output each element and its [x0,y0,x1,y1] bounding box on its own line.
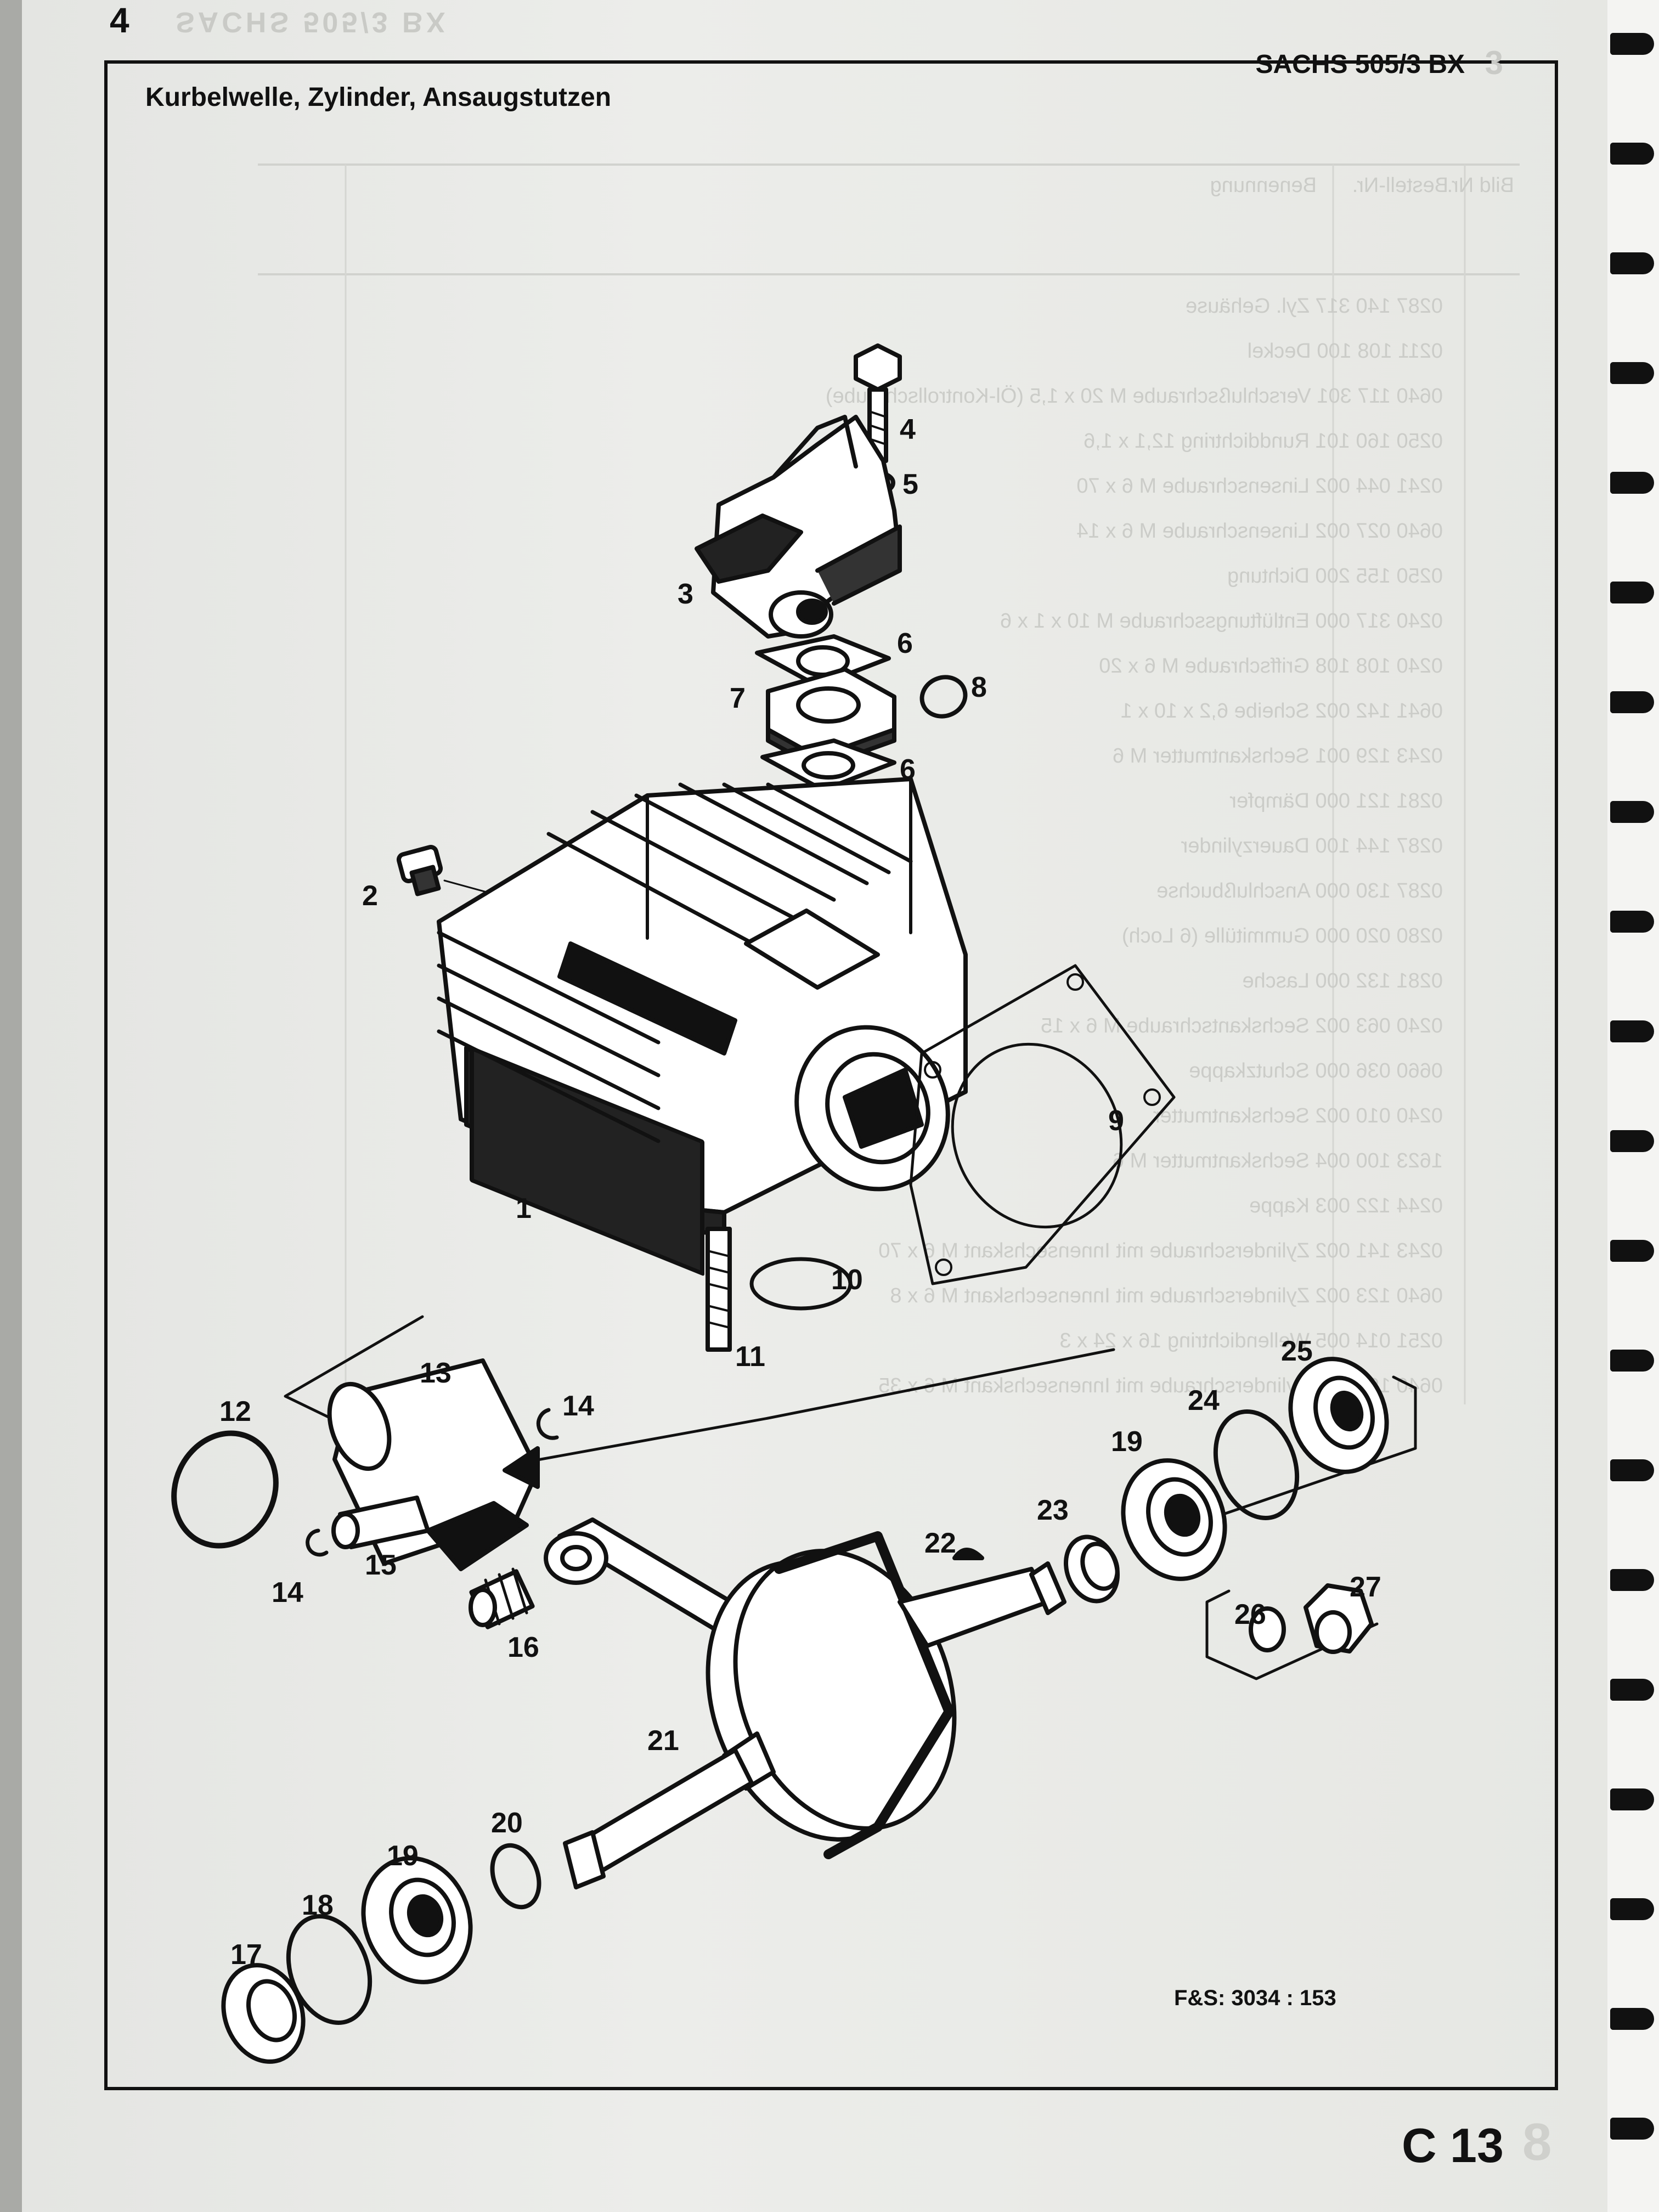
callout-19-left: 19 [387,1840,419,1872]
callout-labels: 1 2 3 4 5 6 6 7 8 9 10 11 12 13 14 14 15… [219,414,1381,1971]
svg-text:0251 014 005 Wellendichtring: 0251 014 005 Wellendichtring 16 x 24 x 3 [1059,1329,1443,1352]
bleed-col-nr: Bild Nr. [1447,174,1514,197]
callout-1: 1 [516,1193,532,1224]
manual-page: SACHS 505/3 BX 4 Kurbelwelle, Zylinder, … [22,0,1607,2212]
part-23-shaft-seal [1063,1534,1120,1604]
exploded-parts-diagram: Bild Nr. Bestell-Nr. Benennung 0287 140 … [171,163,1520,2064]
callout-22: 22 [924,1527,956,1559]
callout-4: 4 [900,414,916,445]
svg-text:0660 036 000 Schutzkappe: 0660 036 000 Schutzkappe [1189,1059,1443,1082]
callout-25: 25 [1281,1335,1313,1367]
svg-text:0244 122 003 Kappe: 0244 122 003 Kappe [1249,1194,1443,1217]
svg-text:0240 108 108 Griffschraube M: 0240 108 108 Griffschraube M 6 x 20 [1099,654,1443,678]
callout-13: 13 [420,1357,452,1389]
svg-text:0240 063 002 Sechskantschraub: 0240 063 002 Sechskantschraube M 6 x 15 [1041,1014,1443,1037]
svg-text:0640 117 301 Verschlußschraub: 0640 117 301 Verschlußschraube M 20 x 1,… [826,385,1443,408]
part-6-gasket-lower [760,738,896,792]
callout-21: 21 [647,1725,679,1757]
callout-12: 12 [219,1396,251,1427]
callout-24: 24 [1188,1385,1220,1417]
fs-reference-code: F&S: 3034 : 153 [1174,1986,1336,2010]
page-title: Kurbelwelle, Zylinder, Ansaugstutzen [145,83,612,112]
part-4-bolt [854,343,902,463]
callout-11: 11 [735,1341,765,1373]
svg-text:0281 132 000 Lasche: 0281 132 000 Lasche [1242,969,1443,992]
callout-16: 16 [507,1632,539,1663]
page-number: 4 [110,1,129,40]
diagram-frame [104,60,1558,2090]
part-14-circlip-right [536,1408,559,1440]
callout-7: 7 [730,682,746,714]
page-id: C 13 [1402,2118,1504,2172]
callout-8: 8 [971,672,987,703]
svg-text:0240 010 002 Sechskantmutter: 0240 010 002 Sechskantmutter [1153,1104,1443,1127]
part-15-piston-pin [331,1496,430,1549]
bleed-col-bestell: Bestell-Nr. [1352,174,1448,197]
svg-text:0640 027 002 Linsenschraube M: 0640 027 002 Linsenschraube M 6 x 14 [1076,520,1443,543]
svg-text:0240 317 000 Entlüftungsschra: 0240 317 000 Entlüftungsschraube M 10 x … [1000,610,1443,633]
part-25-bearing-outer [1288,1357,1389,1474]
part-19-bearing-right [1121,1458,1227,1581]
callout-3: 3 [678,578,693,610]
callout-17: 17 [230,1939,262,1971]
svg-text:0250 155 200 Dichtung: 0250 155 200 Dichtung [1227,565,1443,588]
part-26-washer [1249,1606,1286,1652]
part-20-ring [490,1843,541,1910]
svg-text:0287 144 100 Dauerzylinder: 0287 144 100 Dauerzylinder [1181,834,1443,857]
callout-15: 15 [365,1549,397,1581]
svg-text:1623 100 004 Sechskantmutter: 1623 100 004 Sechskantmutter M 6 [1113,1149,1443,1172]
callout-20: 20 [491,1807,523,1839]
part-16-needle-bearing [469,1567,535,1629]
svg-text:0250 160 101 Runddichtring 12: 0250 160 101 Runddichtring 12,1 x 1,6 [1084,430,1443,453]
part-24-shim-ring [1213,1409,1300,1520]
svg-text:0241 044 002 Linsenschraube M: 0241 044 002 Linsenschraube M 6 x 70 [1076,475,1443,498]
svg-text:0243 141 002 Zylinderschraube: 0243 141 002 Zylinderschraube mit Innens… [878,1239,1443,1262]
part-17-shaft-seal [221,1963,306,2064]
part-27-nut [1304,1583,1374,1654]
callout-26: 26 [1234,1599,1266,1630]
svg-text:0287 130 000 Anschlußbuchse: 0287 130 000 Anschlußbuchse [1156,879,1443,902]
callout-23: 23 [1037,1494,1069,1526]
bleed-through-number: 3 [1485,44,1503,81]
svg-text:0281 121 000 Dämpfer: 0281 121 000 Dämpfer [1229,789,1443,812]
part-1-cylinder [437,777,968,1276]
bleed-through-page-id: 8 [1522,2113,1552,2171]
part-8-o-ring [919,675,968,719]
callout-6a: 6 [897,628,913,659]
bleed-col-benennung: Benennung [1210,174,1317,197]
svg-text:0211 108 100 Deckel: 0211 108 100 Deckel [1248,340,1443,363]
svg-text:0640 123 002 Zylinderschraube: 0640 123 002 Zylinderschraube mit Innens… [890,1284,1443,1307]
part-11-stud [706,1227,732,1352]
callout-19-right: 19 [1111,1426,1143,1458]
part-14-circlip-left [306,1528,329,1557]
callout-14b: 14 [272,1577,303,1609]
model-name: SACHS 505/3 BX [1255,50,1465,79]
bleed-rows: 0287 140 317 Zyl. Gehäuse 0211 108 100 D… [826,295,1443,1397]
part-9-base-gasket [909,964,1176,1285]
callout-5: 5 [902,469,918,500]
part-12-piston-ring [171,1430,279,1549]
callout-18: 18 [302,1889,334,1921]
part-18-shim-ring [286,1914,373,2025]
callout-6b: 6 [900,754,916,786]
svg-text:0287 140 317 Zyl. Gehäuse: 0287 140 317 Zyl. Gehäuse [1186,295,1443,318]
part-22-woodruff-key [952,1548,984,1560]
callout-14a: 14 [562,1390,594,1422]
part-21-crankshaft [544,1517,1066,1889]
callout-27: 27 [1350,1571,1381,1603]
callout-9: 9 [1108,1105,1124,1137]
spiral-binding [1607,0,1659,2212]
callout-10: 10 [831,1264,863,1296]
callout-2: 2 [362,880,378,912]
svg-text:0243 129 001 Sechskantmutter: 0243 129 001 Sechskantmutter M 6 [1113,744,1443,768]
bleed-through-table: Bild Nr. Bestell-Nr. Benennung 0287 140 … [258,163,1520,1404]
svg-text:0641 142 002 Scheibe 6,2 x 10: 0641 142 002 Scheibe 6,2 x 10 x 1 [1121,699,1443,723]
part-19-bearing-left [361,1856,473,1984]
part-3-intake-manifold [695,415,902,639]
svg-text:0280 020 000 Gummitülle (6 Lo: 0280 020 000 Gummitülle (6 Loch) [1122,924,1443,947]
part-10-o-ring [749,1257,853,1311]
